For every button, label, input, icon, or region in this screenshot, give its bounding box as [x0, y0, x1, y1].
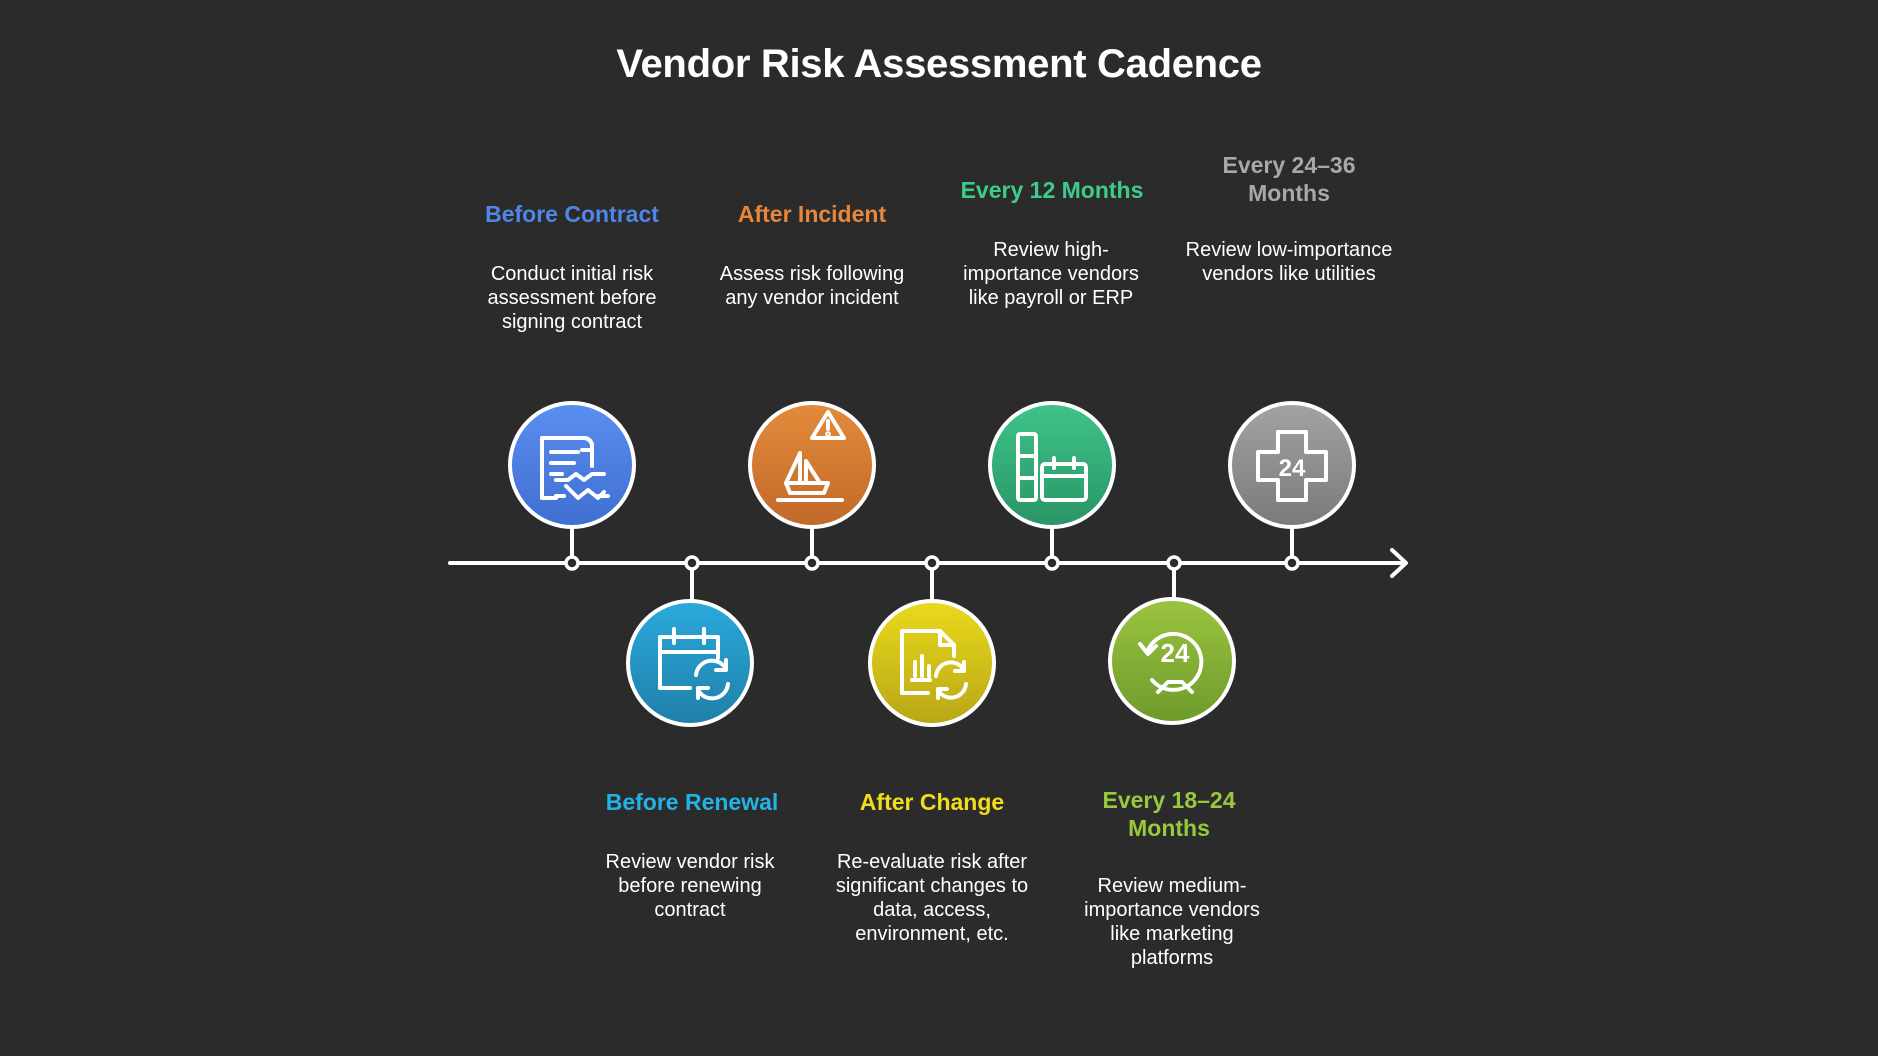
stage-label-before-contract: Before Contract: [485, 201, 659, 227]
stage-every-12-months: [988, 401, 1116, 571]
stage-after-incident: [748, 401, 876, 571]
timeline-arrowhead: [1390, 548, 1408, 578]
24-hour-service-icon: 24: [1138, 631, 1204, 694]
stage-description-every-24-36-months: Review low-importance vendors like utili…: [1185, 239, 1393, 285]
stage-description-every-12-months: Review high-importance vendors like payr…: [963, 239, 1139, 309]
svg-text:24: 24: [1161, 638, 1190, 668]
stage-label-after-change: After Change: [859, 789, 1005, 815]
stage-label-every-12-months: Every 12 Months: [960, 177, 1144, 203]
stage-label-before-renewal: Before Renewal: [605, 789, 779, 815]
timeline-node: [564, 555, 580, 571]
24-hour-medical-cross-icon: 24: [1256, 430, 1328, 502]
timeline-node: [1166, 555, 1182, 571]
stage-description-after-incident: Assess risk following any vendor inciden…: [719, 263, 905, 309]
svg-text:24: 24: [1279, 455, 1306, 482]
stage-label-every-24-36-months: Every 24–36 Months: [1222, 152, 1356, 206]
stage-before-renewal: [626, 555, 754, 727]
stage-label-every-18-24-months: Every 18–24 Months: [1102, 787, 1236, 841]
timeline-node: [684, 555, 700, 571]
sinking-ship-warning-icon: [776, 410, 846, 502]
stage-before-contract: [508, 401, 636, 571]
stage-every-18-24-months: 24: [1108, 555, 1236, 725]
timeline-node: [924, 555, 940, 571]
timeline-node: [1284, 555, 1300, 571]
stage-description-before-contract: Conduct initial risk assessment before s…: [487, 263, 657, 333]
document-chart-refresh-icon: [900, 629, 968, 700]
stage-description-after-change: Re-evaluate risk after significant chang…: [835, 851, 1029, 945]
calendar-schedule-icon: [1016, 432, 1088, 502]
timeline-node: [804, 555, 820, 571]
stage-after-change: [868, 555, 996, 727]
timeline-node: [1044, 555, 1060, 571]
stage-description-before-renewal: Review vendor risk before renewing contr…: [605, 851, 775, 921]
stage-description-every-18-24-months: Review medium-importance vendors like ma…: [1084, 875, 1260, 969]
stage-every-24-36-months: 24: [1228, 401, 1356, 571]
calendar-refresh-icon: [658, 627, 730, 701]
stage-label-after-incident: After Incident: [737, 201, 887, 227]
contract-handshake-icon: [540, 436, 610, 500]
diagram-title: Vendor Risk Assessment Cadence: [616, 42, 1262, 86]
